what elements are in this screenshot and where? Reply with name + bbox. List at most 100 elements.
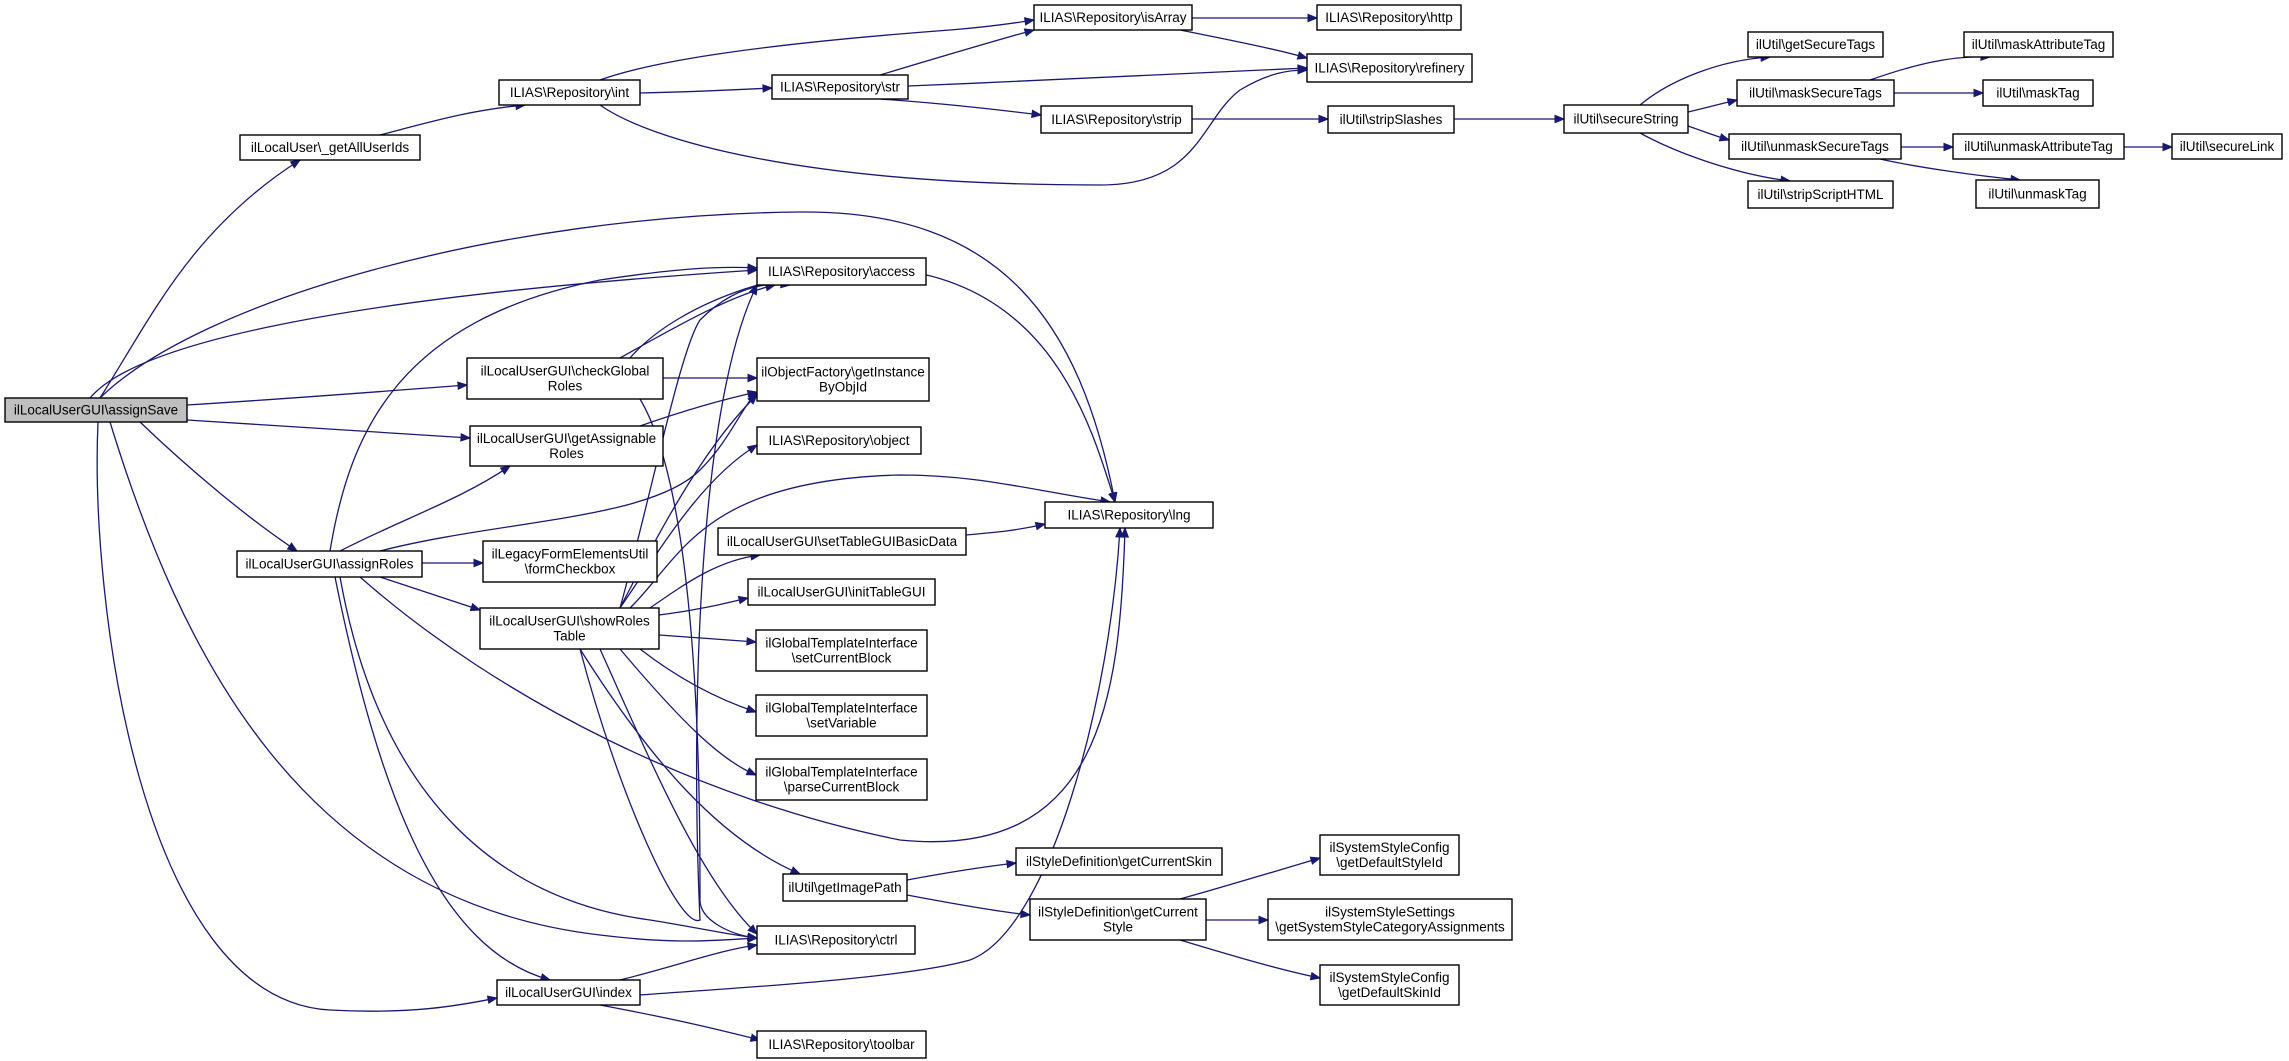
node-box [1044,501,1214,529]
node-box [1747,31,1884,58]
arrowhead-getCurrentStyle-to-getSystemStyleCategoryAssignments [1258,915,1270,925]
node-box [1975,179,2100,209]
node-box [755,694,928,737]
node-label: ilSystemStyleConfig [1329,970,1449,985]
node-repoStr[interactable]: ILIAS\Repository\str [771,74,909,100]
arrowhead-assignRoles-to-repoAccess [747,263,759,272]
node-box [782,873,908,902]
node-getSystemStyleCategoryAssignments[interactable]: ilSystemStyleSettings\getSystemStyleCate… [1267,898,1513,941]
node-label: Style [1103,920,1133,935]
node-repoAccess[interactable]: ILIAS\Repository\access [756,257,927,286]
arrowhead-assignRoles-to-formCheckbox [473,558,485,568]
node-getCurrentSkin[interactable]: ilStyleDefinition\getCurrentSkin [1015,847,1223,876]
node-getDefaultStyleId[interactable]: ilSystemStyleConfig\getDefaultStyleId [1319,834,1460,876]
node-box [498,79,641,106]
node-box [4,397,188,423]
edge-assignSave-to-getAllUserIds [99,159,301,399]
edge-secureString-to-getSecureTags [1639,56,1771,106]
node-stripScriptHTML[interactable]: ilUtil\stripScriptHTML [1747,180,1894,209]
node-initTableGUI[interactable]: ilLocalUserGUI\initTableGUI [747,578,936,606]
node-stripSlashes[interactable]: ilUtil\stripSlashes [1327,105,1455,134]
arrowhead-checkGlobalRoles-to-repoLng [1108,491,1117,504]
node-box [756,1030,927,1059]
node-getSecureTags[interactable]: ilUtil\getSecureTags [1747,31,1884,58]
edge-assignRoles-to-getAssignableRoles [339,465,511,552]
node-getDefaultSkinId[interactable]: ilSystemStyleConfig\getDefaultSkinId [1319,964,1460,1006]
edge-assignSave-to-repoLng [99,211,1116,503]
node-label: ILIAS\Repository\ctrl [774,933,897,948]
graph-nodes: ilLocalUserGUI\assignSave ilLocalUser\_ge… [4,4,2283,1059]
arrowhead-assignRoles-to-getAssignableRoles [499,465,512,475]
arrowhead-secureString-to-maskSecureTags [1726,97,1739,107]
node-repoStrip[interactable]: ILIAS\Repository\strip [1040,105,1193,134]
arrowhead-assignSave-to-index [486,995,499,1005]
arrowhead-getCurrentStyle-to-getDefaultStyleId [1309,856,1322,865]
node-unmaskSecureTags[interactable]: ilUtil\unmaskSecureTags [1728,133,1902,160]
node-box [1747,180,1894,209]
node-secureString[interactable]: ilUtil\secureString [1563,104,1689,134]
arrowhead-getImagePath-to-getCurrentSkin [1006,859,1018,869]
node-parseCurrentBlock[interactable]: ilGlobalTemplateInterface\parseCurrentBl… [755,758,928,801]
node-formCheckbox[interactable]: ilLegacyFormElementsUtil\formCheckbox [482,540,658,583]
node-index[interactable]: ilLocalUserGUI\index [496,979,641,1006]
node-setCurrentBlock[interactable]: ilGlobalTemplateInterface\setCurrentBloc… [755,629,928,672]
arrowhead-showRolesTable-to-repoAccess [748,283,758,296]
node-unmaskTag[interactable]: ilUtil\unmaskTag [1975,179,2100,209]
edge-showRolesTable-to-setCurrentBlock [658,634,757,643]
edge-assignSave-to-getAssignableRoles [186,419,471,439]
node-label: ilLocalUserGUI\index [505,985,632,1000]
node-secureLink[interactable]: ilUtil\secureLink [2171,133,2283,160]
node-repoInt[interactable]: ILIAS\Repository\int [498,79,641,106]
node-repoHttp[interactable]: ILIAS\Repository\http [1316,4,1462,31]
node-box [1267,898,1513,941]
arrowhead-showRolesTable-to-setCurrentBlock [746,636,758,646]
node-getImagePath[interactable]: ilUtil\getImagePath [782,873,908,902]
edge-secureString-to-stripScriptHTML [1639,132,1791,182]
node-box [756,257,927,286]
node-maskTag[interactable]: ilUtil\maskTag [1982,79,2094,107]
arrowhead-maskSecureTags-to-maskTag [1973,88,1985,98]
node-box [1963,31,2114,58]
arrowhead-repoInt-to-repoIsArray [1023,17,1036,26]
node-assignSave[interactable]: ilLocalUserGUI\assignSave [4,397,188,423]
edge-unmaskSecureTags-to-unmaskTag [1879,158,2021,181]
node-box [479,607,660,650]
edge-showRolesTable-to-repoObject [619,444,758,609]
edge-getCurrentStyle-to-getDefaultStyleId [1179,857,1321,900]
node-setVariable[interactable]: ilGlobalTemplateInterface\setVariable [755,694,928,737]
node-maskSecureTags[interactable]: ilUtil\maskSecureTags [1736,79,1895,107]
arrowhead-assignSave-to-checkGlobalRoles [457,381,469,391]
node-unmaskAttributeTag[interactable]: ilUtil\unmaskAttributeTag [1952,133,2125,160]
node-repoIsArray[interactable]: ILIAS\Repository\isArray [1033,4,1193,31]
arrowhead-repoStrip-to-stripSlashes [1318,114,1330,124]
edge-repoInt-to-repoStr [639,87,773,94]
node-label: ilUtil\unmaskAttributeTag [1964,139,2113,154]
edge-assignSave-to-assignRoles [139,421,298,552]
node-repoRefinery[interactable]: ILIAS\Repository\refinery [1306,53,1473,83]
node-repoLng[interactable]: ILIAS\Repository\lng [1044,501,1214,529]
arrowhead-secureString-to-unmaskSecureTags [1718,133,1731,142]
node-box [717,527,967,556]
node-repoCtrl[interactable]: ILIAS\Repository\ctrl [756,925,916,955]
node-maskAttributeTag[interactable]: ilUtil\maskAttributeTag [1963,31,2114,58]
node-label: ILIAS\Repository\http [1325,10,1453,25]
node-repoToolbar[interactable]: ILIAS\Repository\toolbar [756,1030,927,1059]
node-repoObject[interactable]: ILIAS\Repository\object [756,426,922,455]
arrowhead-assignSave-to-getAllUserIds [289,159,302,169]
node-assignRoles[interactable]: ilLocalUserGUI\assignRoles [236,550,423,578]
edge-index-to-repoToolbar [599,1004,761,1041]
node-box [756,426,922,455]
node-setTableGUIBasicData[interactable]: ilLocalUserGUI\setTableGUIBasicData [717,527,967,556]
node-getAllUserIds[interactable]: ilLocalUser\_getAllUserIds [239,134,421,161]
arrowhead-assignSave-to-assignRoles [286,542,299,552]
edge-showRolesTable-to-initTableGUI [658,597,749,616]
node-label: ilGlobalTemplateInterface [765,765,917,780]
node-box [1728,133,1902,160]
edge-showRolesTable-to-getInstanceByObjId [619,394,758,609]
